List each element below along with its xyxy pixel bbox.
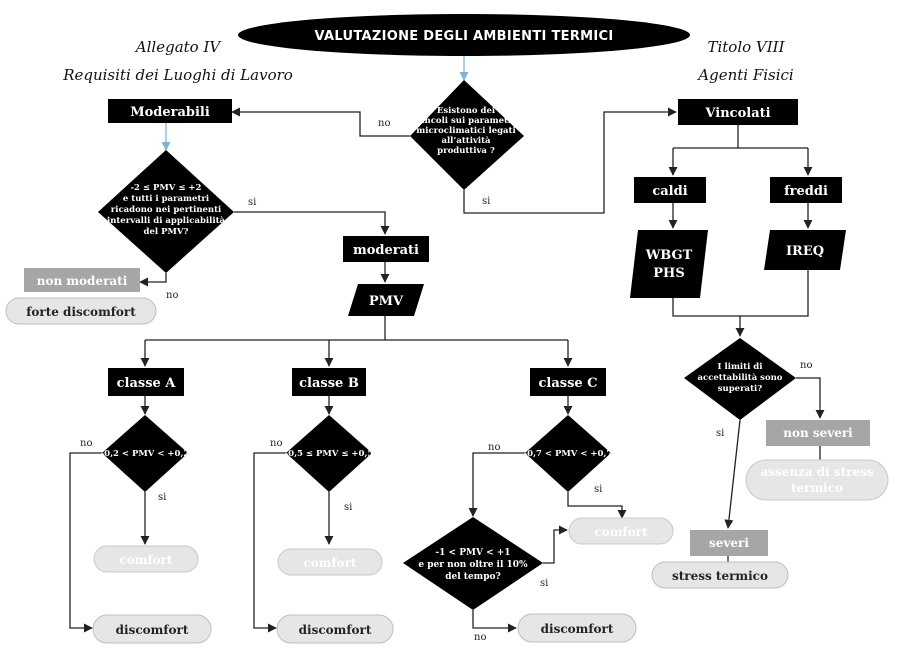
box-severi: severi	[690, 530, 768, 556]
svg-text:discomfort: discomfort	[299, 623, 372, 637]
svg-text:PHS: PHS	[653, 266, 684, 281]
svg-text:comfort: comfort	[119, 553, 172, 567]
box-classe-c: classe C	[530, 368, 606, 396]
box-moderati: moderati	[343, 236, 429, 262]
svg-text:forte discomfort: forte discomfort	[26, 305, 136, 319]
svg-text:all’attività: all’attività	[441, 135, 491, 146]
label-si-c2: si	[540, 578, 548, 589]
svg-text:discomfort: discomfort	[116, 623, 189, 637]
svg-text:-0,2 < PMV < +0,2: -0,2 < PMV < +0,2	[101, 449, 190, 459]
svg-text:non severi: non severi	[783, 426, 853, 440]
svg-text:Esistono dei: Esistono dei	[437, 106, 496, 116]
box-non-moderati: non moderati	[24, 268, 140, 292]
title-ellipse: VALUTAZIONE DEGLI AMBIENTI TERMICI	[238, 14, 690, 56]
decision-pmv-range: -2 ≤ PMV ≤ +2 e tutti i parametri ricado…	[98, 150, 234, 273]
svg-text:-0,7 < PMV < +0,7: -0,7 < PMV < +0,7	[524, 449, 613, 459]
label-no-b: no	[270, 438, 282, 449]
svg-text:classe A: classe A	[117, 376, 177, 391]
svg-text:-1 < PMV < +1: -1 < PMV < +1	[435, 548, 510, 558]
pill-forte-discomfort: forte discomfort	[5, 297, 157, 325]
pill-discomfort-c: discomfort	[517, 613, 637, 643]
pill-comfort-c: comfort	[568, 517, 674, 545]
svg-text:accettabilità sono: accettabilità sono	[698, 372, 783, 383]
label-no-c2: no	[474, 632, 486, 643]
svg-text:assenza di stress: assenza di stress	[760, 465, 874, 479]
pill-comfort-a: comfort	[93, 545, 199, 573]
box-classe-a: classe A	[108, 368, 184, 396]
svg-text:intervalli di applicabilità: intervalli di applicabilità	[107, 215, 226, 226]
svg-text:del PMV?: del PMV?	[144, 227, 189, 237]
right-heading-line2: Agenti Fisici	[696, 66, 794, 84]
right-heading-line1: Titolo VIII	[707, 38, 785, 56]
decision-classe-c2: -1 < PMV < +1 e per non oltre il 10% del…	[403, 517, 543, 610]
svg-text:-0,5 ≤ PMV ≤ +0,5: -0,5 ≤ PMV ≤ +0,5	[285, 449, 374, 459]
svg-text:vincoli sui parametri: vincoli sui parametri	[415, 116, 516, 126]
svg-text:non moderati: non moderati	[37, 274, 128, 288]
box-classe-b: classe B	[292, 368, 366, 396]
decision-limiti: I limiti di accettabilità sono superati?	[684, 338, 796, 420]
label-no-c: no	[488, 442, 500, 453]
page-title: VALUTAZIONE DEGLI AMBIENTI TERMICI	[315, 29, 614, 44]
box-freddi: freddi	[770, 177, 842, 203]
svg-text:I limiti di: I limiti di	[718, 362, 764, 372]
decision-classe-b: -0,5 ≤ PMV ≤ +0,5	[285, 415, 374, 492]
pill-assenza-stress: assenza di stress termico	[745, 459, 889, 501]
label-si-vincoli: si	[482, 196, 490, 207]
label-no-a: no	[80, 438, 92, 449]
svg-text:stress termico: stress termico	[672, 569, 768, 583]
left-heading-line2: Requisiti dei Luoghi di Lavoro	[62, 66, 293, 84]
svg-text:Vincolati: Vincolati	[704, 106, 770, 121]
pill-discomfort-b: discomfort	[276, 614, 394, 644]
decision-vincoli: Esistono dei vincoli sui parametri micro…	[410, 80, 524, 190]
svg-text:PMV: PMV	[369, 294, 404, 309]
svg-text:e tutti i parametri: e tutti i parametri	[123, 194, 210, 204]
box-caldi: caldi	[634, 177, 706, 203]
pill-stress-termico: stress termico	[651, 561, 789, 589]
svg-text:WBGT: WBGT	[645, 248, 693, 263]
label-si-pmv: si	[248, 197, 256, 208]
svg-text:classe B: classe B	[299, 376, 359, 391]
decision-classe-a: -0,2 < PMV < +0,2	[101, 415, 190, 492]
svg-text:superati?: superati?	[718, 384, 762, 394]
label-si-c: si	[594, 484, 602, 495]
svg-text:-2 ≤ PMV ≤ +2: -2 ≤ PMV ≤ +2	[131, 183, 202, 193]
svg-text:del tempo?: del tempo?	[445, 572, 501, 582]
svg-text:produttiva ?: produttiva ?	[437, 146, 495, 156]
svg-text:e per non oltre il 10%: e per non oltre il 10%	[418, 560, 528, 570]
svg-text:comfort: comfort	[303, 556, 356, 570]
svg-text:microclimatici legati: microclimatici legati	[416, 126, 516, 136]
svg-text:termico: termico	[791, 481, 843, 495]
svg-text:caldi: caldi	[652, 184, 687, 199]
svg-text:Moderabili: Moderabili	[130, 105, 210, 120]
label-si-limiti: si	[716, 428, 724, 439]
svg-text:freddi: freddi	[784, 184, 828, 199]
box-vincolati: Vincolati	[678, 99, 798, 125]
label-no-limiti: no	[800, 360, 812, 371]
pill-discomfort-a: discomfort	[92, 614, 212, 644]
label-no-vincoli: no	[378, 118, 390, 129]
box-ireq: IREQ	[764, 230, 846, 270]
connectors	[69, 55, 825, 633]
label-si-b: si	[344, 502, 352, 513]
svg-text:classe C: classe C	[538, 376, 597, 391]
box-non-severi: non severi	[766, 420, 870, 446]
svg-text:ricadono nei pertinenti: ricadono nei pertinenti	[111, 205, 222, 215]
svg-text:moderati: moderati	[353, 243, 419, 258]
branch-labels: no si si no no si no si no si si no no s…	[80, 118, 812, 643]
decision-classe-c: -0,7 < PMV < +0,7	[524, 415, 613, 492]
svg-text:comfort: comfort	[594, 525, 647, 539]
label-si-a: si	[158, 492, 166, 503]
svg-text:discomfort: discomfort	[541, 622, 614, 636]
label-no-pmv: no	[166, 290, 178, 301]
left-heading-line1: Allegato IV	[134, 38, 223, 56]
svg-text:IREQ: IREQ	[786, 244, 824, 259]
box-pmv: PMV	[348, 284, 424, 316]
box-wbgt-phs: WBGT PHS	[630, 230, 708, 298]
pill-comfort-b: comfort	[277, 548, 383, 576]
box-moderabili: Moderabili	[108, 99, 232, 123]
svg-text:severi: severi	[709, 536, 749, 550]
